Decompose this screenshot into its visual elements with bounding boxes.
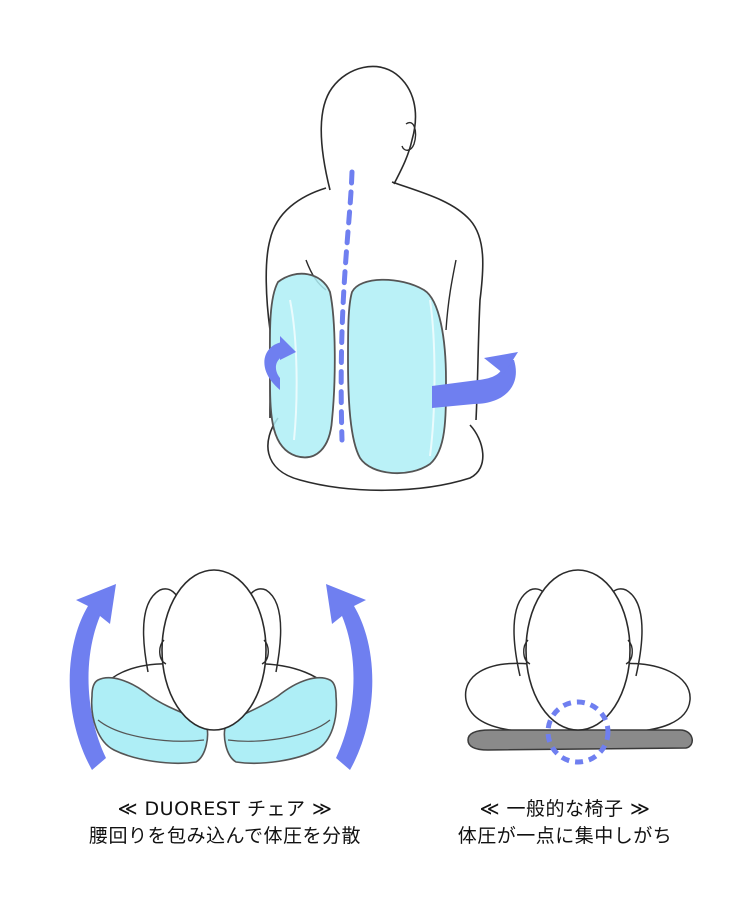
rotate-arrow-left-icon xyxy=(264,336,296,390)
top-view-ordinary-chair xyxy=(464,569,693,765)
back-view-figure xyxy=(264,65,518,492)
head-outline xyxy=(320,65,417,191)
backrest-pad-right xyxy=(347,278,447,475)
caption-duorest-description: 腰回りを包み込んで体圧を分散 xyxy=(88,825,362,847)
caption-duorest-title: ≪ DUOREST チェア ≫ xyxy=(117,798,333,820)
caption-ordinary-title: ≪ 一般的な椅子 ≫ xyxy=(479,798,651,820)
head-top-right xyxy=(525,569,631,731)
torso-outline xyxy=(265,181,484,421)
curved-up-arrow-left-icon xyxy=(69,584,116,770)
ordinary-backrest-bar xyxy=(467,729,693,751)
ear-left-figure xyxy=(159,639,269,665)
ear-outline xyxy=(401,121,417,151)
cushion-inner-edge xyxy=(97,719,331,742)
backrest-pad-left xyxy=(268,272,336,459)
duorest-cushion-left xyxy=(90,676,209,765)
curved-up-arrow-right-icon xyxy=(326,584,373,770)
caption-duorest: ≪ DUOREST チェア ≫ 腰回りを包み込んで体圧を分散 xyxy=(60,796,390,850)
pad-highlight xyxy=(289,299,436,457)
ear-right-figure xyxy=(523,639,633,665)
top-view-duorest xyxy=(69,569,373,770)
caption-ordinary-chair: ≪ 一般的な椅子 ≫ 体圧が一点に集中しがち xyxy=(415,796,715,850)
rotate-arrow-right-icon xyxy=(432,352,518,408)
duorest-cushion-right xyxy=(223,676,338,765)
pressure-point-circle-icon xyxy=(545,699,611,765)
caption-ordinary-description: 体圧が一点に集中しがち xyxy=(457,825,673,847)
head-top-left xyxy=(161,569,267,731)
spine-dotted-line xyxy=(338,169,355,443)
seat-outline xyxy=(267,417,484,492)
